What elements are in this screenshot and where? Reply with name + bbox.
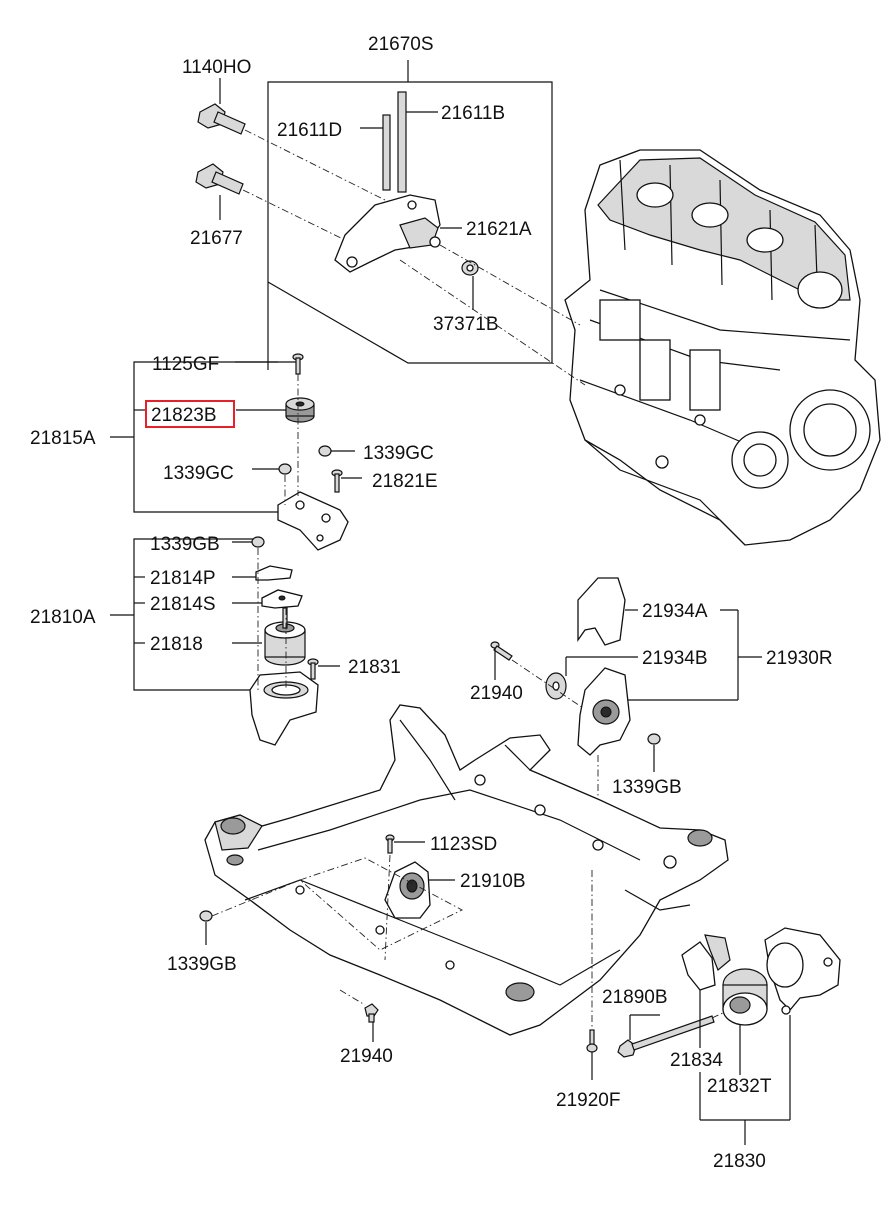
plate-21814S[interactable] <box>261 589 303 609</box>
stopper-21834[interactable] <box>681 934 731 991</box>
bolt-21940-top[interactable] <box>490 641 513 661</box>
label-1339GB-left[interactable]: 1339GB <box>167 954 237 975</box>
mount-bracket-lower[interactable] <box>249 671 319 746</box>
label-21831[interactable]: 21831 <box>348 657 401 678</box>
bolt-21890B[interactable] <box>617 1015 715 1058</box>
label-21934B[interactable]: 21934B <box>642 648 708 669</box>
label-21930R[interactable]: 21930R <box>766 648 833 669</box>
mount-group-21930R <box>490 577 762 870</box>
label-21920F[interactable]: 21920F <box>556 1090 620 1111</box>
engine-bracket-21621A[interactable] <box>334 194 441 273</box>
label-1339GC-left[interactable]: 1339GC <box>163 463 234 484</box>
nut-1339GB-right[interactable] <box>647 733 661 745</box>
label-1339GB-top[interactable]: 1339GB <box>150 534 220 555</box>
bushing-21823B[interactable] <box>285 397 315 423</box>
top-bracket-group <box>195 60 586 386</box>
label-21821E[interactable]: 21821E <box>372 471 438 492</box>
bolt-21831[interactable] <box>307 658 319 680</box>
label-21611D[interactable]: 21611D <box>277 120 342 141</box>
label-1140HO[interactable]: 1140HO <box>182 57 251 78</box>
front-subframe-drawing <box>199 704 729 1080</box>
nut-1339GC-left[interactable] <box>278 463 292 475</box>
label-21890B[interactable]: 21890B <box>602 987 668 1008</box>
part-labels: 21670S 1140HO 21611D 21611B 21677 21621A… <box>30 34 833 1172</box>
highlight-box <box>145 400 235 428</box>
label-1339GC-right[interactable]: 1339GC <box>363 443 434 464</box>
label-21940-top[interactable]: 21940 <box>470 683 523 704</box>
mount-group-21815A <box>110 353 362 551</box>
bolt-1140HO[interactable] <box>197 103 246 135</box>
bolt-21677[interactable] <box>195 163 244 195</box>
mount-bracket[interactable] <box>277 491 349 551</box>
label-21818[interactable]: 21818 <box>150 634 203 655</box>
mount-group-21810A <box>110 536 340 746</box>
bracket-21814P[interactable] <box>255 565 293 581</box>
label-21934A[interactable]: 21934A <box>642 601 708 622</box>
bracket-21930R[interactable] <box>577 667 631 756</box>
label-1125GF[interactable]: 1125GF <box>152 354 219 375</box>
bolt-21821E[interactable] <box>331 469 343 493</box>
label-21832T[interactable]: 21832T <box>707 1076 772 1097</box>
label-21677[interactable]: 21677 <box>190 228 243 249</box>
label-1123SD[interactable]: 1123SD <box>430 834 497 855</box>
label-21611B[interactable]: 21611B <box>441 103 505 124</box>
label-37371B[interactable]: 37371B <box>433 314 499 335</box>
nut-1339GC-right[interactable] <box>318 445 332 457</box>
engine-block-drawing <box>564 149 881 546</box>
washer-21934B[interactable] <box>545 672 567 700</box>
label-1339GB-right[interactable]: 1339GB <box>612 777 682 798</box>
label-21830[interactable]: 21830 <box>713 1151 766 1172</box>
bolt-21920F[interactable] <box>586 1029 598 1053</box>
bolt-1125GF[interactable] <box>292 353 304 375</box>
label-21834[interactable]: 21834 <box>670 1050 723 1071</box>
label-21670S[interactable]: 21670S <box>368 34 434 55</box>
label-21815A[interactable]: 21815A <box>30 428 96 449</box>
mount-group-21830 <box>617 927 841 1145</box>
nut-1339GB-left[interactable] <box>199 910 213 922</box>
label-21810A[interactable]: 21810A <box>30 607 96 628</box>
bolt-21940-bottom[interactable] <box>364 1003 379 1023</box>
cover-21934A[interactable] <box>577 577 626 646</box>
mount-21910B[interactable] <box>384 861 431 919</box>
label-21910B[interactable]: 21910B <box>460 871 526 892</box>
nut-37371B[interactable] <box>461 260 479 276</box>
label-21814P[interactable]: 21814P <box>150 568 216 589</box>
label-21814S[interactable]: 21814S <box>150 594 216 615</box>
label-21940-bottom[interactable]: 21940 <box>340 1046 393 1067</box>
label-21823B[interactable]: 21823B <box>151 405 217 426</box>
bushing-21832T[interactable] <box>722 968 768 1026</box>
nut-1339GB-top[interactable] <box>251 536 265 548</box>
bolt-1123SD[interactable] <box>385 834 395 854</box>
label-21621A[interactable]: 21621A <box>466 219 532 240</box>
insulator-21818[interactable] <box>264 607 306 666</box>
bracket-21830[interactable] <box>764 927 841 1015</box>
